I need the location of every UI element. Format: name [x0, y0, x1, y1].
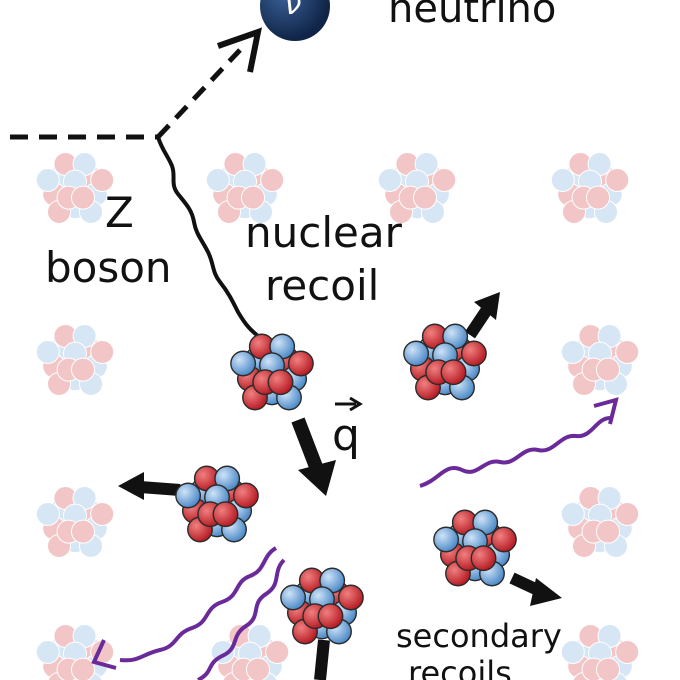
- q-arrow: [291, 417, 325, 475]
- nucleus-icon: [433, 509, 517, 587]
- recoil-arrowhead-left: [118, 472, 144, 500]
- nucleus-icon: [560, 323, 640, 397]
- wavy-photon-icon: [91, 397, 619, 680]
- nucleus-icon: [205, 151, 285, 225]
- nucleus-icon: [560, 623, 640, 680]
- outgoing-arrowhead: [217, 27, 262, 73]
- nucleus-icon: [175, 465, 259, 543]
- label-z: Z: [105, 188, 134, 237]
- photon-right-head: [593, 397, 619, 425]
- nucleus-icon: [35, 623, 115, 680]
- recoil-arrowhead-downright: [530, 578, 562, 606]
- q-arrowhead: [298, 460, 336, 496]
- nucleus-icon: [230, 333, 314, 411]
- momentum-transfer-label: q: [332, 396, 363, 461]
- recoil-arrows: [118, 292, 562, 680]
- photon-right: [419, 416, 611, 488]
- recoil-arrow-upright: [465, 304, 493, 339]
- neutrino-icon: ν: [260, 0, 330, 41]
- recoil-arrowhead-upright: [474, 292, 500, 320]
- neutrino-symbol: ν: [285, 0, 302, 22]
- outgoing-neutrino-line: [156, 48, 242, 139]
- background-nuclei: [35, 151, 640, 680]
- label-secondary: secondary: [396, 617, 562, 655]
- label-recoils: recoils: [408, 654, 512, 680]
- label-neutrino: neutrino: [388, 0, 556, 32]
- photon-left-1-head: [91, 639, 117, 670]
- nucleus-icon: [377, 151, 457, 225]
- photon-left-2: [197, 558, 286, 680]
- recoil-arrow-left: [139, 481, 181, 496]
- nucleus-icon: [35, 151, 115, 225]
- z-boson-line: [156, 136, 260, 338]
- nucleus-icon: [280, 567, 364, 645]
- nucleus-icon: [403, 323, 487, 401]
- nucleus-icon: [560, 485, 640, 559]
- recoil-arrow-down: [314, 639, 330, 680]
- label-boson: boson: [45, 243, 172, 292]
- photon-left-1: [119, 546, 278, 663]
- label-q: q: [332, 410, 360, 461]
- label-recoil: recoil: [265, 261, 379, 310]
- nucleus-icon: [35, 323, 115, 397]
- nucleus-icon: [210, 623, 290, 680]
- nucleus-icon: [35, 485, 115, 559]
- nucleus-icon: [550, 151, 630, 225]
- active-nuclei: [175, 323, 517, 645]
- label-nuclear: nuclear: [245, 208, 403, 257]
